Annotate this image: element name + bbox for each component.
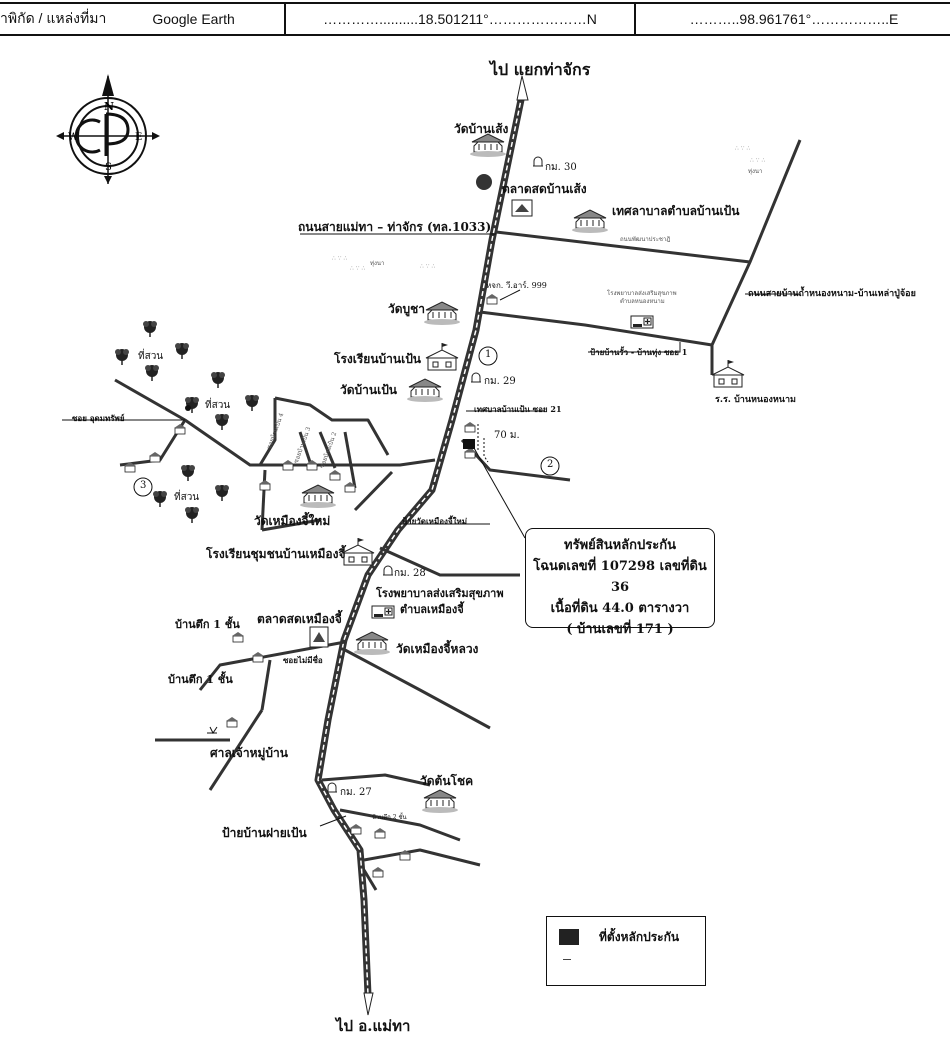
label-hospital-nong-nam-2: ตำบลหนองหนาม xyxy=(620,298,665,305)
label-soi-21: เทศบาลบ้านเป้น ซอย 21 xyxy=(474,404,562,414)
callout-leader xyxy=(473,447,526,539)
main-highway xyxy=(314,75,529,1016)
school-icon-nong-nam xyxy=(711,359,745,388)
map-legend: ที่ตั้งหลักประกัน xyxy=(546,916,706,986)
source-cell: าพิกัด / แหล่งที่มา Google Earth xyxy=(0,2,286,36)
coord-label: าพิกัด / แหล่งที่มา xyxy=(0,10,107,26)
collateral-location-marker xyxy=(463,439,475,449)
label-house-2: บ้านตึก 2 ชั้น xyxy=(372,814,407,821)
label-leaders xyxy=(62,233,800,827)
hospital-icon-muang-ji xyxy=(371,605,395,619)
coordinate-header: าพิกัด / แหล่งที่มา Google Earth …………...… xyxy=(0,0,950,40)
latitude-cell: …………..........18.501211°…………………N xyxy=(284,2,636,36)
source-text: Google Earth xyxy=(152,11,235,27)
temple-icon-bucha xyxy=(423,301,461,326)
location-map: ∴ ∵ ∴ N S E W xyxy=(56,74,802,1016)
compass-rose-icon: N S E W xyxy=(56,74,160,184)
label-km27: กม. 27 xyxy=(340,787,372,798)
longitude-cell: ………..98.961761°……………..E xyxy=(634,2,950,36)
label-sign-ban-fai-pen: ป้ายบ้านฝายเป้น xyxy=(222,826,307,840)
label-road-phatthana: ถนนพัฒนาประชาฎิ xyxy=(620,236,671,243)
school-icon-muang-ji xyxy=(341,537,375,566)
marker-1: 1 xyxy=(485,349,492,360)
compass-w: W xyxy=(68,132,79,143)
compass-s: S xyxy=(105,162,112,173)
label-road-nong-nam: ถนนสายบ้านถ้ำหนองหนาม-บ้านเหล่าปู่จ้อย xyxy=(748,289,916,299)
latitude-value: …………..........18.501211°…………………N xyxy=(323,11,597,27)
temple-icon-muang-ji-mai xyxy=(299,484,337,509)
label-hospital-muang-ji-2: ตำบลเหมืองจี้ xyxy=(400,603,464,616)
temple-icon-municipality xyxy=(571,209,609,234)
label-school-ban-pen: โรงเรียนบ้านเป้น xyxy=(334,352,422,366)
market-icon-ban-saeng xyxy=(511,199,533,217)
label-wat-bucha: วัดบูชา xyxy=(388,302,426,316)
compass-n: N xyxy=(104,100,114,113)
label-hospital-muang-ji: โรงพยาบาลส่งเสริมสุขภาพ xyxy=(376,587,504,600)
temple-icon-muang-ji-luang xyxy=(353,631,391,656)
label-km30: กม. 30 xyxy=(545,162,577,173)
callout-area: เนื้อที่ดิน 44.0 ตารางวา xyxy=(550,601,690,616)
legend-line xyxy=(563,959,571,960)
label-top-destination: ไป แยกท่าจักร xyxy=(490,60,591,79)
legend-swatch xyxy=(559,929,579,945)
label-km28: กม. 28 xyxy=(394,568,426,579)
label-distance-70m: 70 ม. xyxy=(494,430,520,441)
label-road-1033: ถนนสายแม่ทา – ท่าจักร (ทล.1033) xyxy=(298,220,492,234)
label-bottom-destination: ไป อ.แม่ทา xyxy=(336,1017,411,1035)
marker-2: 2 xyxy=(547,459,554,470)
label-wat-muang-ji-luang: วัดเหมืองจี้หลวง xyxy=(396,642,479,656)
callout-house-number: ( บ้านเลขที่ 171 ) xyxy=(566,622,674,637)
market-icon-muang-ji xyxy=(309,626,329,648)
label-garden-1: ที่สวน xyxy=(138,351,164,362)
label-garden-2: ที่สวน xyxy=(205,400,231,411)
label-garden-3: ที่สวน xyxy=(174,492,200,503)
label-house-1a: บ้านตึก 1 ชั้น xyxy=(175,618,240,631)
label-km29: กม. 29 xyxy=(484,376,516,387)
label-school-muang-ji: โรงเรียนชุมชนบ้านเหมืองจี้ xyxy=(206,547,346,561)
callout-deed: โฉนดเลขที่ 107298 เลขที่ดิน 36 xyxy=(533,559,707,595)
label-market-ban-saeng: ตลาดสดบ้านเส้ง xyxy=(502,182,587,196)
longitude-value: ………..98.961761°……………..E xyxy=(689,11,899,27)
label-sign-ban-rua: ป้ายบ้านรั้ว - บ้านทุ่ง ซอย 1 xyxy=(590,347,688,357)
label-wat-muang-ji-mai: วัดเหมืองจี้ใหม่ xyxy=(254,514,331,528)
label-wat-ban-pen: วัดบ้านเป้น xyxy=(340,383,398,397)
legend-item-collateral: ที่ตั้งหลักประกัน xyxy=(599,930,680,944)
compass-e: E xyxy=(135,132,142,143)
gas-station-icon xyxy=(476,174,492,190)
collateral-callout: ทรัพย์สินหลักประกัน โฉนดเลขที่ 107298 เล… xyxy=(525,528,715,637)
marker-3: 3 xyxy=(140,480,147,491)
label-hospital-nong-nam: โรงพยาบาลส่งเสริมสุขภาพ xyxy=(607,290,677,297)
label-soi-udom: ซอย อุดมทรัพย์ xyxy=(72,413,125,423)
label-wat-ban-saeng: วัดบ้านเส้ง xyxy=(454,122,509,136)
hospital-icon-nong-nam xyxy=(630,315,654,329)
label-rice-field-w: ทุ่งนา xyxy=(370,260,385,267)
label-school-nong-nam: ร.ร. บ้านหนองหนาม xyxy=(715,395,796,405)
callout-title: ทรัพย์สินหลักประกัน xyxy=(564,538,676,553)
label-rice-field-ne: ทุ่งนา xyxy=(748,168,763,175)
label-wat-ton-chok: วัดต้นโชค xyxy=(420,774,474,788)
label-shrine: ศาลเจ้าหมู่บ้าน xyxy=(210,746,288,760)
label-municipality: เทศลาบาลตำบลบ้านเป้น xyxy=(612,204,740,218)
temple-icon-ban-pen xyxy=(406,378,444,403)
label-hj-vr999: หจก. วี.อาร์. 999 xyxy=(486,281,547,290)
label-market-muang-ji: ตลาดสดเหมืองจี้ xyxy=(257,612,342,626)
school-icon-ban-pen xyxy=(425,342,459,371)
label-sign-wat-muang-ji: ป้ายวัดเหมืองจี้ใหม่ xyxy=(402,516,468,526)
label-house-1b: บ้านตึก 1 ชั้น xyxy=(168,673,233,686)
label-soi-mai-mi-chue: ซอยไม่มีชื่อ xyxy=(283,655,323,665)
temple-icon-ton-chok xyxy=(421,789,459,814)
